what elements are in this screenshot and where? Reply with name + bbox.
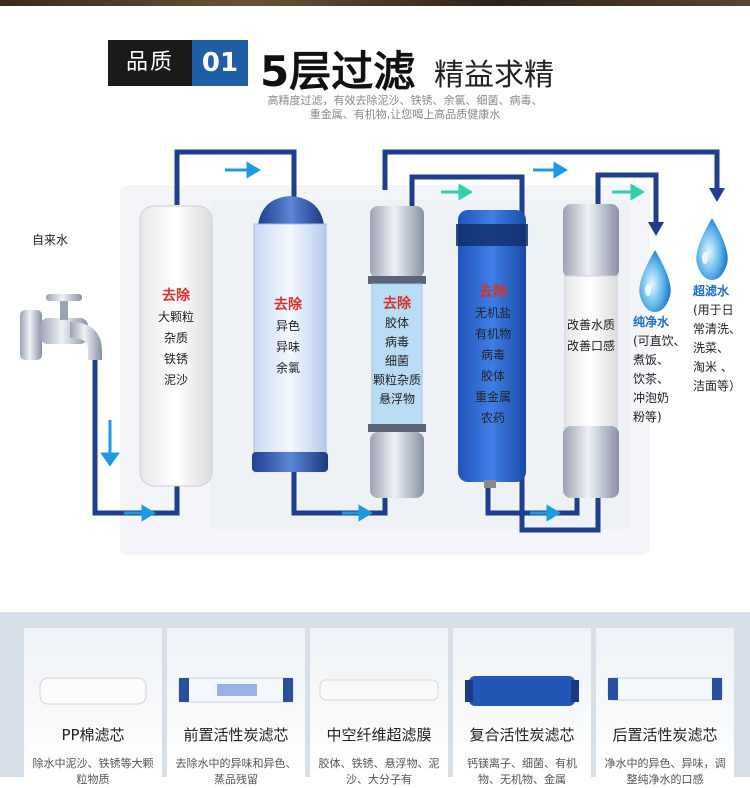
filter-5-item: 改善口感 — [566, 339, 615, 353]
card-desc: 胶体、铁锈、悬浮物、泥沙、大分子有 — [318, 757, 440, 786]
filter-1-item: 铁锈 — [163, 352, 188, 366]
filter-4-text: 去除 无机盐 有机物 病毒 胶体 重金属 农药 — [462, 282, 524, 429]
filter-3-item: 颗粒杂质 — [372, 373, 421, 387]
description-line-2: 重金属、有机物,让您喝上高品质健康水 — [309, 108, 501, 121]
faucet-icon — [20, 294, 102, 360]
filter-2-title: 去除 — [274, 297, 302, 313]
filter-1-item: 泥沙 — [163, 373, 188, 387]
card-desc: 除水中泥沙、铁锈等大颗粒物质 — [32, 757, 154, 786]
filter-card: PP棉滤芯 除水中泥沙、铁锈等大颗粒物质 — [24, 628, 162, 786]
filter-1-item: 杂质 — [163, 331, 188, 345]
filtration-diagram: 自来水 去除 大颗粒 杂质 铁锈 泥沙 去除 异色 异味 余氯 去除 胶体 病毒… — [0, 140, 750, 580]
page-subtitle: 精益求精 — [434, 58, 554, 93]
pure-water-use: (可直饮、 — [633, 334, 686, 348]
filter-1-title: 去除 — [162, 288, 190, 304]
ultra-water-label: 超滤水 (用于日 常清洗、 洗菜、 淘米 、 洁面等） — [693, 282, 741, 396]
page-title: 5层过滤 — [260, 47, 416, 96]
filter-card: 中空纤维超滤膜 胶体、铁锈、悬浮物、泥沙、大分子有 — [310, 628, 448, 786]
card-title: PP棉滤芯 — [61, 726, 125, 744]
pure-water-label: 纯净水 (可直饮、 煮饭、 饮茶、 冲泡奶 粉等) — [633, 313, 686, 427]
pure-water-use: 粉等) — [633, 410, 662, 424]
filter-cards-panel: PP棉滤芯 除水中泥沙、铁锈等大颗粒物质 前置活性炭滤芯 去除水中的异味和异色、… — [0, 612, 750, 786]
pp-cotton-filter — [139, 205, 213, 487]
filter-2-item: 异色 — [275, 319, 300, 333]
filter-5-item: 改善水质 — [566, 318, 615, 332]
ultra-water-use: 淘米 、 — [693, 360, 733, 374]
ultra-water-use: 洗菜、 — [693, 341, 730, 355]
card-title: 复合活性炭滤芯 — [469, 726, 575, 744]
filter-4-item: 胶体 — [480, 369, 505, 383]
ultra-water-use: (用于日 — [693, 303, 734, 317]
filter-3-item: 细菌 — [384, 354, 409, 368]
quality-tag: 品质 — [108, 40, 192, 86]
filter-3-item: 病毒 — [384, 335, 409, 349]
pure-water-use: 冲泡奶 — [633, 391, 670, 405]
filter-4-item: 病毒 — [480, 348, 505, 362]
card-title: 中空纤维超滤膜 — [326, 726, 432, 744]
flow-arrows — [100, 161, 725, 522]
card-title: 前置活性炭滤芯 — [183, 726, 289, 744]
card-desc: 去除水中的异味和异色、蒸品残留 — [175, 757, 297, 786]
ultra-water-title: 超滤水 — [693, 284, 730, 298]
card-desc: 净水中的异色、异味，调整纯净水的口感 — [604, 757, 726, 786]
pure-water-use: 煮饭、 — [633, 353, 670, 367]
post-carbon-icon — [607, 677, 723, 701]
section-number: 01 — [192, 40, 248, 86]
filter-4-item: 重金属 — [474, 390, 511, 404]
filter-card: 复合活性炭滤芯 钙镁离子、细菌、有机物、无机物、金属 — [453, 628, 591, 786]
post-carbon-filter — [563, 204, 619, 498]
pure-water-drop-icon — [639, 250, 671, 312]
pp-filter-icon — [39, 677, 147, 705]
filter-1-item: 大颗粒 — [157, 310, 194, 324]
filter-2-item: 异味 — [275, 340, 300, 354]
ultra-water-use: 常清洗、 — [693, 322, 742, 336]
filter-3-item: 悬浮物 — [378, 392, 415, 406]
top-banner-strip — [0, 0, 750, 6]
pure-water-title: 纯净水 — [633, 315, 670, 329]
pre-carbon-filter — [252, 196, 328, 472]
filter-4-item: 有机物 — [474, 327, 511, 341]
filter-4-item: 农药 — [480, 411, 505, 425]
filter-3-item: 胶体 — [384, 316, 409, 330]
tap-water-label: 自来水 — [32, 233, 69, 247]
filter-5-text: 改善水质 改善口感 — [560, 315, 622, 357]
filter-3-title: 去除 — [383, 296, 411, 312]
composite-carbon-icon — [465, 676, 579, 706]
pure-water-use: 饮茶、 — [633, 372, 670, 386]
filter-2-text: 去除 异色 异味 余氯 — [258, 295, 318, 379]
filter-4-item: 无机盐 — [474, 306, 511, 320]
diagram-graphics — [20, 149, 728, 555]
card-title: 后置活性炭滤芯 — [612, 726, 718, 744]
card-desc: 钙镁离子、细菌、有机物、无机物、金属 — [467, 757, 577, 786]
filter-1-text: 去除 大颗粒 杂质 铁锈 泥沙 — [146, 286, 206, 391]
uf-membrane-filter — [368, 206, 426, 498]
filter-2-item: 余氯 — [275, 361, 300, 375]
pre-carbon-icon — [178, 677, 294, 703]
ultra-water-use: 洁面等） — [693, 379, 742, 393]
filter-3-text: 去除 胶体 病毒 细菌 颗粒杂质 悬浮物 — [366, 295, 428, 409]
filter-card: 前置活性炭滤芯 去除水中的异味和异色、蒸品残留 — [167, 628, 305, 786]
composite-carbon-filter — [456, 210, 528, 488]
filter-card: 后置活性炭滤芯 净水中的异色、异味，调整纯净水的口感 — [596, 628, 734, 786]
description-line-1: 高精度过滤，有效去除泥沙、铁锈、余氯、细菌、病毒、 — [267, 94, 543, 107]
ultra-water-drop-icon — [696, 218, 728, 280]
filter-4-title: 去除 — [479, 284, 507, 300]
uf-membrane-icon — [319, 679, 439, 701]
